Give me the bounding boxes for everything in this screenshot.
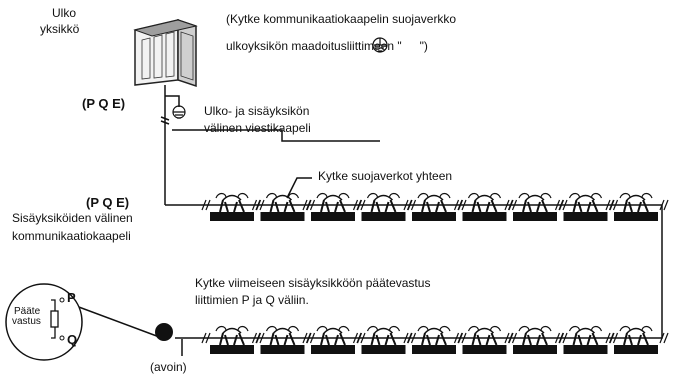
top-row-indoor-unit xyxy=(512,192,558,222)
pqe-outdoor-label: (P Q E) xyxy=(82,96,126,111)
cable-label-line1: Ulko- ja sisäyksikön xyxy=(204,104,310,118)
top-row-indoor-unit xyxy=(562,192,609,222)
shield-note-line1: (Kytke kommunikaatiokaapelin suojaverkko xyxy=(226,12,457,26)
outdoor-unit-label-2: yksikkö xyxy=(40,22,80,36)
resistor-terminal-circle xyxy=(5,283,83,361)
top-row-indoor-unit xyxy=(360,192,407,222)
indoor-cable-label-line1: Sisäyksiköiden välinen xyxy=(12,211,133,225)
open-label: (avoin) xyxy=(150,360,187,374)
connect-shields-label: Kytke suojaverkot yhteen xyxy=(318,169,453,183)
indoor-units-row-top xyxy=(201,192,669,222)
top-row-indoor-unit xyxy=(411,192,457,222)
top-row-indoor-unit xyxy=(259,192,306,222)
top-row-indoor-unit xyxy=(613,192,659,222)
terminal-q-label: Q xyxy=(67,332,78,347)
outdoor-unit xyxy=(133,18,198,88)
bottom-row-indoor-unit xyxy=(461,325,508,355)
indoor-units-row-bottom xyxy=(201,325,669,355)
bottom-row-indoor-unit xyxy=(209,325,255,355)
bottom-row-indoor-unit xyxy=(360,325,407,355)
top-row-indoor-unit xyxy=(209,192,255,222)
indoor-cable-label-line2: kommunikaatiokaapeli xyxy=(12,229,131,243)
top-row-indoor-unit xyxy=(310,192,356,222)
bottom-row-indoor-unit xyxy=(512,325,558,355)
terminator-note-line2: liittimien P ja Q väliin. xyxy=(195,293,309,307)
shield-note-suffix: ") xyxy=(419,39,428,53)
shield-note-line2: ulkoyksikön maadoitusliittimeen " ") xyxy=(226,39,428,53)
open-wire-end-magnifier xyxy=(155,323,173,341)
resistor-label-line1: Pääte xyxy=(14,306,41,317)
bottom-row-indoor-unit xyxy=(259,325,306,355)
cable-label-line2: välinen viestikaapeli xyxy=(204,121,311,135)
resistor-label-line2: vastus xyxy=(12,316,41,327)
bottom-row-indoor-unit xyxy=(411,325,457,355)
top-row-indoor-unit xyxy=(461,192,508,222)
terminal-p-label: P xyxy=(67,290,76,305)
bottom-row-indoor-unit xyxy=(613,325,659,355)
bottom-row-indoor-unit xyxy=(310,325,356,355)
terminator-note-line1: Kytke viimeiseen sisäyksikköön päätevast… xyxy=(195,276,431,290)
outdoor-unit-label-1: Ulko xyxy=(52,6,77,20)
ground-symbol-small xyxy=(172,105,186,119)
pqe-indoor-label: (P Q E) xyxy=(86,195,130,210)
shield-note-prefix: ulkoyksikön maadoitusliittimeen " xyxy=(226,39,402,53)
bottom-row-indoor-unit xyxy=(562,325,609,355)
ground-symbol-inline xyxy=(372,37,388,53)
